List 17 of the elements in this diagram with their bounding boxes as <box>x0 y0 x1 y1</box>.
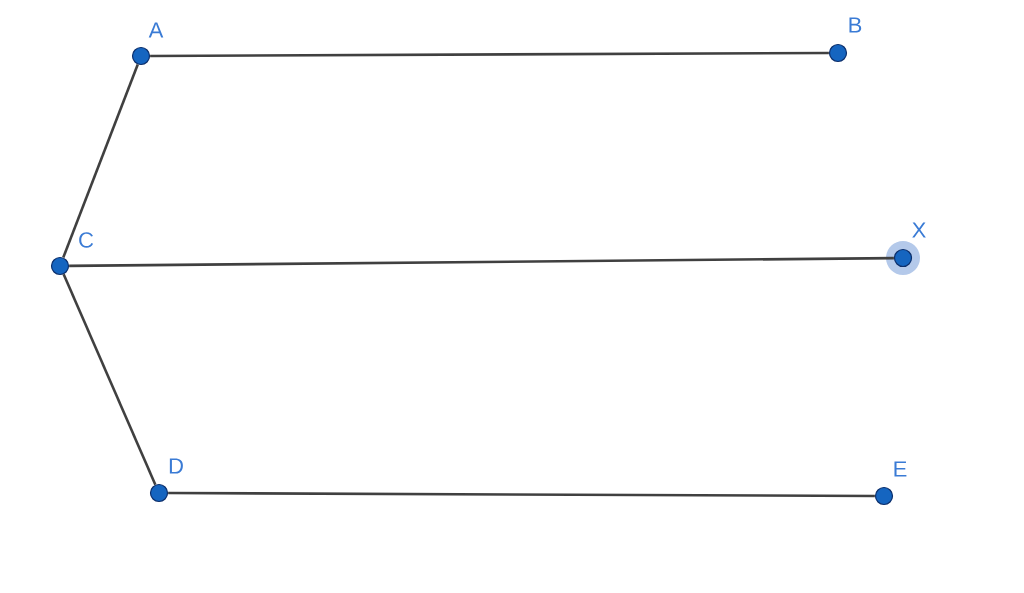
line-segment <box>62 273 157 486</box>
point: D <box>149 458 183 503</box>
point: A <box>131 22 164 66</box>
node-label: A <box>148 22 164 38</box>
line-segment <box>62 64 139 258</box>
line-segment <box>69 256 894 268</box>
line-segment <box>150 51 829 58</box>
node-label: E <box>894 461 907 477</box>
line-segment <box>168 491 875 498</box>
node-label: C <box>79 232 94 248</box>
node-label: D <box>169 458 183 474</box>
node-label: X <box>912 222 926 238</box>
point: C <box>50 232 94 276</box>
point: B <box>828 17 862 63</box>
node-label: B <box>849 17 862 33</box>
point: E <box>874 461 907 506</box>
point: X <box>886 222 926 275</box>
